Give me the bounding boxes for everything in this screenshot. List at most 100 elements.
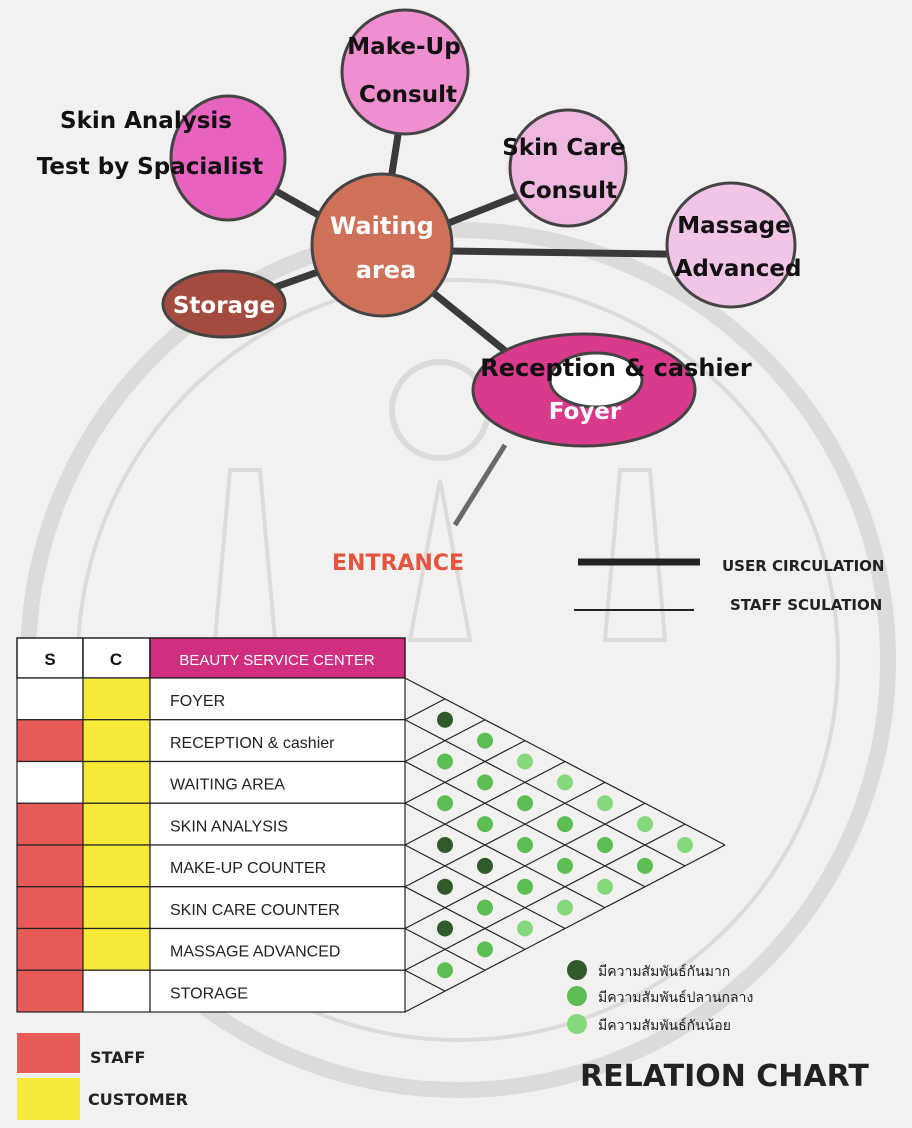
waiting-area-label: Waiting area [330, 212, 442, 284]
relation-dot-medium [517, 837, 533, 853]
strong-relation-label: มีความสัมพันธ์กันมาก [598, 963, 730, 979]
space-name-cell [149, 927, 406, 971]
staff-cell [16, 927, 84, 971]
relation-dot-strong [437, 878, 453, 895]
customer-cell [82, 927, 151, 971]
relation-dot-medium [557, 816, 573, 833]
staff-swatch [17, 1033, 80, 1073]
foyer-inner-bubble [548, 351, 644, 409]
relation-dot-weak [557, 774, 573, 791]
space-name-cell [149, 677, 406, 721]
skin-analysis-bubble [169, 94, 287, 222]
relation-dot-medium [437, 962, 453, 979]
staff-cell [16, 886, 84, 930]
strong-relation-swatch [567, 960, 587, 980]
matrix-grid-line [404, 719, 686, 867]
make-up-consult-label: Make-Up Consult [347, 34, 468, 108]
user-circulation-label: USER CIRCULATION [722, 557, 884, 575]
space-name-label: SKIN ANALYSIS [170, 818, 288, 835]
relation-dot-medium [517, 795, 533, 812]
customer-cell [82, 802, 151, 846]
table-title-cell [149, 637, 406, 679]
matrix-grid-line [404, 969, 446, 992]
relation-dot-medium [477, 899, 493, 916]
storage-bubble [161, 269, 287, 339]
massage-advanced-bubble [665, 181, 797, 309]
staff-cell [16, 802, 84, 846]
staff-cell [16, 969, 84, 1013]
connection-lines [223, 89, 731, 527]
relation-dot-weak [677, 837, 693, 853]
space-name-cell [149, 886, 406, 930]
staff-cell [16, 719, 84, 763]
massage-advanced-label: Massage Advanced [675, 213, 802, 282]
relation-dot-weak [517, 753, 533, 770]
space-name-cell [149, 802, 406, 846]
relation-dot-medium [477, 774, 493, 791]
customer-cell [82, 969, 151, 1013]
skin-care-consult-label: Skin Care Consult [502, 135, 633, 204]
space-name-label: MAKE-UP COUNTER [170, 860, 326, 877]
relation-dot-medium [517, 878, 533, 895]
relation-dot-medium [557, 857, 573, 874]
relation-dot-weak [597, 878, 613, 895]
relation-dot-weak [517, 920, 533, 937]
skin-care-consult-bubble [508, 108, 628, 228]
customer-cell [82, 677, 151, 721]
table-header-c-label: C [110, 650, 122, 669]
staff-customer-legend: STAFF CUSTOMER [17, 1033, 188, 1120]
relation-dot-weak [597, 795, 613, 812]
customer-legend-label: CUSTOMER [88, 1090, 188, 1109]
space-name-cell [149, 969, 406, 1013]
relation-dot-weak [637, 816, 653, 833]
staff-cell [16, 760, 84, 804]
space-name-cell [149, 844, 406, 888]
relation-dot-medium [477, 732, 493, 749]
staff-cell [16, 844, 84, 888]
matrix-grid-line [404, 844, 726, 1013]
customer-cell [82, 886, 151, 930]
staff-circulation-label: STAFF SCULATION [730, 596, 882, 614]
table-header-s [16, 637, 84, 679]
matrix-grid-line [404, 698, 446, 721]
space-name-label: RECEPTION & cashier [170, 735, 335, 752]
space-name-label: SKIN CARE COUNTER [170, 902, 340, 919]
relation-dot-medium [597, 837, 613, 853]
relation-matrix [404, 677, 726, 1013]
circulation-legend: USER CIRCULATION STAFF SCULATION [574, 557, 884, 614]
matrix-grid-line [404, 740, 526, 804]
relation-dot-strong [437, 920, 453, 937]
entrance-label: ENTRANCE [332, 551, 464, 576]
customer-swatch [17, 1078, 80, 1120]
matrix-grid-line [404, 886, 526, 950]
skin-analysis-label: Skin Analysis Test by Spacialist [37, 108, 263, 180]
staff-legend-label: STAFF [90, 1048, 145, 1067]
relation-dot-strong [437, 837, 453, 853]
table-title-label: BEAUTY SERVICE CENTER [179, 652, 374, 669]
customer-cell [82, 844, 151, 888]
relation-dot-medium [437, 753, 453, 770]
reception-cashier-label: Reception & cashier [480, 354, 752, 382]
relation-dot-medium [437, 795, 453, 812]
make-up-consult-bubble [340, 8, 470, 136]
customer-cell [82, 719, 151, 763]
matrix-grid-line [404, 802, 646, 930]
relation-table: S C BEAUTY SERVICE CENTER FOYERRECEPTION… [16, 637, 406, 1013]
space-name-label: STORAGE [170, 985, 248, 1002]
storage-label: Storage [173, 293, 275, 319]
relation-dot-strong [437, 711, 453, 728]
medium-relation-label: มีความสัมพันธ์ปลานกลาง [598, 989, 753, 1005]
space-name-cell [149, 719, 406, 763]
medium-relation-swatch [567, 986, 587, 1006]
matrix-grid-line [404, 823, 686, 971]
foyer-label: Foyer [549, 399, 622, 425]
relation-dot-weak [557, 899, 573, 916]
customer-cell [82, 760, 151, 804]
relation-dot-medium [477, 816, 493, 833]
relation-dot-strong [477, 857, 493, 874]
matrix-grid-line [404, 802, 606, 909]
weak-relation-swatch [567, 1014, 587, 1034]
weak-relation-label: มีความสัมพันธ์กันน้อย [598, 1017, 731, 1033]
staff-cell [16, 677, 84, 721]
